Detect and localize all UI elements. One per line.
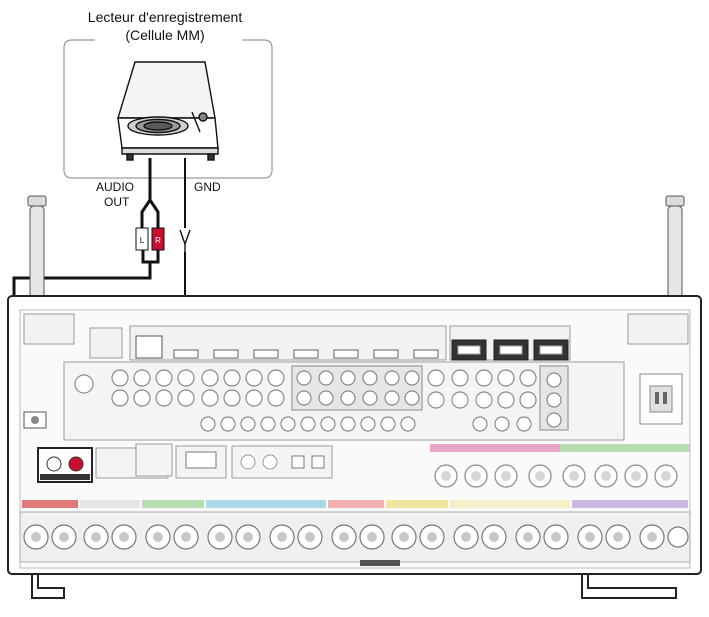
lan-port [135,335,163,359]
hdmi-ports [173,349,439,359]
phono-input [37,447,93,483]
secondary-connectors [95,443,333,479]
speaker-terminals [19,500,691,566]
device-title: Lecteur d'enregistrement [87,9,243,25]
spade-lug-icon [179,229,191,252]
audio-cable-loop [141,250,160,264]
rca-plug-icon: L R [135,227,165,251]
jack-field [63,361,625,441]
audio-cable-left-branch [140,199,152,230]
audio-out-label-line2: OUT [104,195,130,209]
power-inlet-icon [639,373,683,425]
svg-text:R: R [155,236,161,245]
gnd-label: GND [194,180,221,194]
turntable-box [63,39,273,179]
device-subtitle: (Cellule MM) [125,27,205,43]
svg-text:L: L [140,236,145,245]
turntable-icon [117,61,219,161]
audio-out-label-line1: AUDIO [96,180,135,194]
ground-terminal [23,411,47,429]
audio-cable-right-branch [148,199,160,230]
zone-preout [430,444,690,488]
